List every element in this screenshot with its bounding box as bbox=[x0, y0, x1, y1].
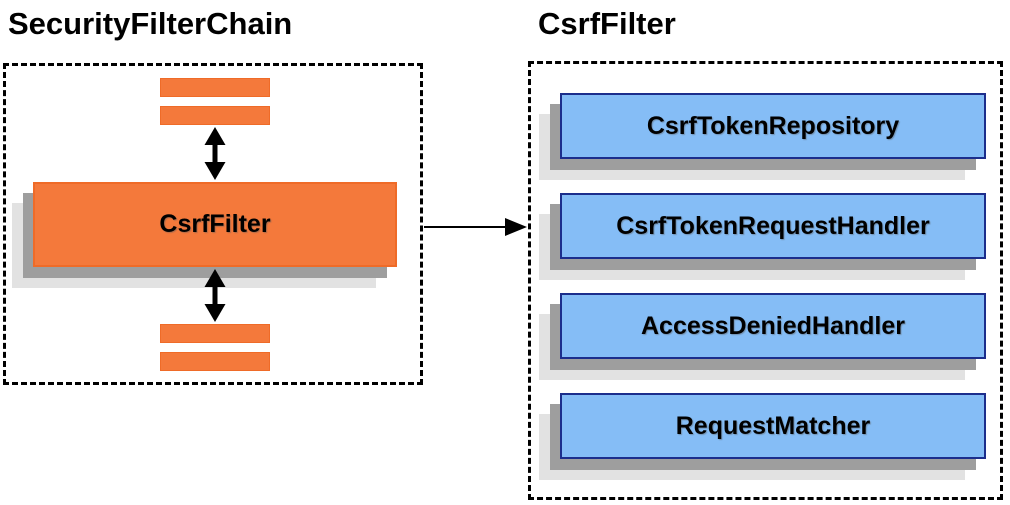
csrf-filter-title: CsrfFilter bbox=[538, 6, 676, 41]
csrf-filter-container: CsrfTokenRepository CsrfTokenRequestHand… bbox=[528, 61, 1003, 500]
right-arrow-icon bbox=[424, 218, 527, 236]
security-filter-chain-title: SecurityFilterChain bbox=[8, 6, 293, 41]
collaborator-node-label: RequestMatcher bbox=[675, 411, 871, 440]
collaborator-node-csrf-token-repository: CsrfTokenRepository bbox=[560, 93, 986, 159]
filter-placeholder-bar-top-2 bbox=[160, 106, 270, 125]
collaborator-node-csrf-token-request-handler: CsrfTokenRequestHandler bbox=[560, 193, 986, 259]
filter-placeholder-bar-bottom-2 bbox=[160, 352, 270, 371]
filter-placeholder-bar-bottom-1 bbox=[160, 324, 270, 343]
csrf-filter-node-label: CsrfFilter bbox=[159, 210, 271, 238]
collaborator-node-label: CsrfTokenRequestHandler bbox=[616, 211, 930, 240]
security-filter-chain-container: CsrfFilter bbox=[3, 63, 423, 385]
csrf-filter-node: CsrfFilter bbox=[33, 182, 397, 267]
collaborator-node-label: AccessDeniedHandler bbox=[640, 311, 905, 340]
collaborator-node-access-denied-handler: AccessDeniedHandler bbox=[560, 293, 986, 359]
collaborator-node-label: CsrfTokenRepository bbox=[646, 111, 900, 140]
collaborator-node-request-matcher: RequestMatcher bbox=[560, 393, 986, 459]
filter-placeholder-bar-top-1 bbox=[160, 78, 270, 97]
